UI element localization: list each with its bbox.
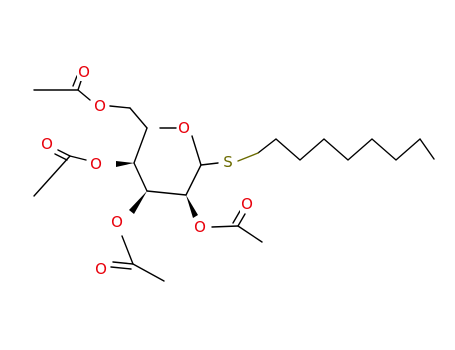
atom-o-c3-ester: O [110,213,124,231]
c4-carbonyl-double-bond-a [57,149,71,157]
sulfur-label: S [223,153,233,171]
atom-o-c2-ester: O [193,218,207,236]
ring-oxygen-label: O [178,119,190,137]
c2-carbonyl-double-bond-b [232,210,241,224]
c2-wedge-bond [186,195,198,218]
c1-sulfur-bond [200,162,219,166]
atom-o-c6-carbonyl: O [77,63,91,81]
c3-o-carbonyl-bond [121,235,134,265]
c5-c6-bond [129,107,148,129]
c2-o-carbonyl-bond [211,225,239,228]
c3-wedge-bond [129,191,147,214]
atom-o-c3-carbonyl: O [94,260,108,278]
atom-sulfur: S [220,153,236,171]
atom-o-c2-carbonyl: O [240,195,254,213]
c4-o-carbonyl-bond [69,155,87,161]
c3-carbonyl-methyl-bond [132,263,165,282]
o-c3-carbonyl-label: O [95,260,107,278]
o-c2-ester-label: O [194,218,206,236]
c4-hash-bond [116,161,134,167]
c2-carbonyl-methyl-bond [237,225,263,243]
o-c6-carbonyl-label: O [78,63,90,81]
pyranose-ring [133,127,202,196]
c4-carbonyl-methyl-bond [33,155,71,197]
o-c2-carbonyl-label: O [241,195,253,213]
sulfur-chain-bond [237,152,259,162]
atom-o-c4-carbonyl: O [40,135,54,153]
octyl-chain [257,137,435,161]
o-carbonyl-c-bond [77,89,91,101]
atom-o-c6-ester: O [93,97,107,115]
c3-carbonyl-double-bond-b [110,266,132,270]
o-c4-carbonyl-label: O [41,135,53,153]
o-c4-ester-label: O [90,155,102,173]
o-c6-ester-label: O [94,97,106,115]
c4-carbonyl-double-bond-b [54,153,68,161]
c2-carbonyl-double-bond-a [237,213,246,227]
c6-o-bond [109,105,131,109]
c6-carbonyl-double-bond-b [72,75,78,87]
o-c3-ester-label: O [111,213,123,231]
c3-carbonyl-double-bond-a [112,261,134,265]
atom-o-c4-ester: O [89,155,103,173]
atom-ring-oxygen: O [177,119,191,137]
